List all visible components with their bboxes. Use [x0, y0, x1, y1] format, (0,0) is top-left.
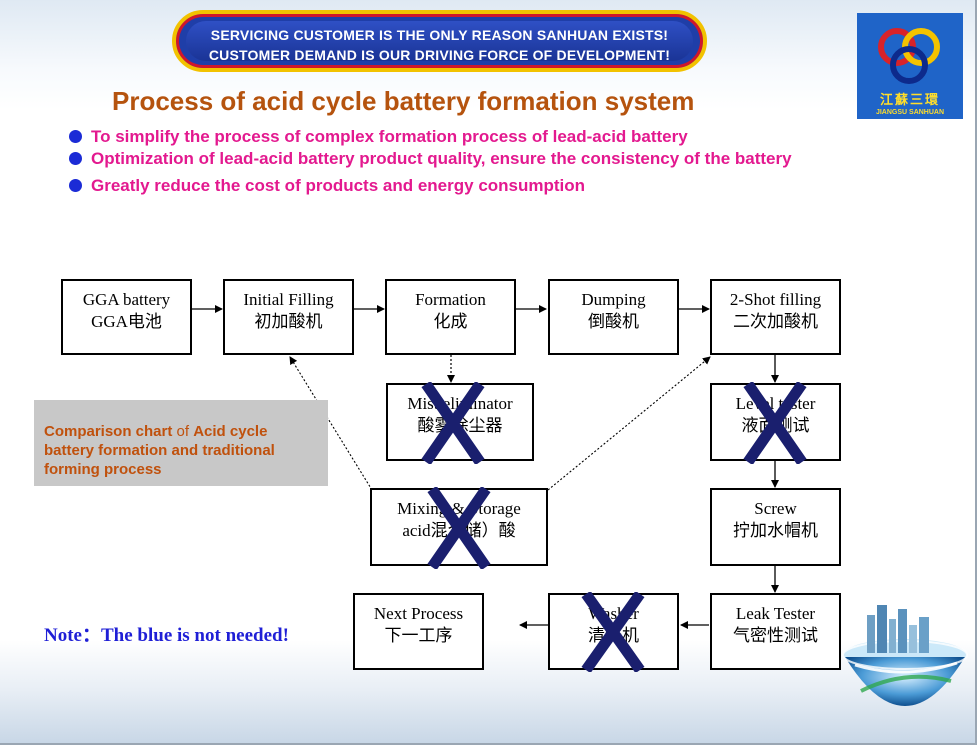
company-logo: 江蘇三環 JIANGSU SANHUAN — [857, 13, 963, 119]
box-mist-eliminator: Mist eliminator 酸雾除尘器 — [386, 383, 534, 461]
bullet-dot-icon — [69, 130, 82, 143]
page-title: Process of acid cycle battery formation … — [112, 86, 695, 116]
bullet-dot-icon — [69, 152, 82, 165]
box-label-cn: GGA电池 — [91, 312, 162, 331]
box-level-tester: Level tester 液面测试 — [710, 383, 841, 461]
box-label-cn: 酸雾除尘器 — [417, 416, 503, 435]
box-label-en: Next Process — [373, 604, 464, 623]
bullet-text: Greatly reduce the cost of products and … — [91, 176, 586, 195]
box-label-cn: 清洗机 — [588, 626, 639, 645]
box-label-en: Mist eliminator — [407, 394, 513, 413]
box-label-en: GGA battery — [82, 290, 171, 309]
box-label-en: Screw — [754, 499, 797, 518]
box-label-cn: 倒酸机 — [588, 312, 639, 331]
slogan-banner: SERVICING CUSTOMER IS THE ONLY REASON SA… — [172, 10, 707, 72]
bullet-item: Greatly reduce the cost of products and … — [69, 176, 585, 196]
box-dumping: Dumping 倒酸机 — [548, 279, 679, 355]
comparison-text-b: Acid cycle battery formation and traditi… — [44, 423, 275, 478]
bullet-item: Optimization of lead-acid battery produc… — [69, 149, 792, 169]
comparison-text-a: Comparison chart — [44, 423, 173, 440]
box-label-cn: 二次加酸机 — [733, 312, 818, 331]
globe-city-icon — [842, 605, 968, 706]
box-label-en: 2-Shot filling — [729, 290, 822, 309]
box-next-process: Next Process 下一工序 — [353, 593, 484, 670]
logo-english-text: JIANGSU SANHUAN — [875, 109, 945, 116]
box-mixing-storage: Mixing & Storage acid混合储）酸 — [370, 488, 548, 566]
slogan-line-1: SERVICING CUSTOMER IS THE ONLY REASON SA… — [210, 27, 669, 43]
arrow-mixing-to-twoshot — [547, 356, 711, 491]
slogan-banner-inner: SERVICING CUSTOMER IS THE ONLY REASON SA… — [186, 21, 693, 63]
box-label-cn: 气密性测试 — [733, 626, 818, 645]
box-label-en: Mixing & Storage — [397, 499, 521, 518]
box-label-en: Leak Tester — [735, 604, 816, 623]
box-screw: Screw 拧加水帽机 — [710, 488, 841, 566]
box-label-cn: 下一工序 — [384, 626, 453, 645]
box-label-cn: 初加酸机 — [254, 312, 323, 331]
box-leak-tester: Leak Tester 气密性测试 — [710, 593, 841, 670]
bullet-item: To simplify the process of complex forma… — [69, 127, 688, 147]
logo-chinese-text: 江蘇三環 — [879, 93, 940, 108]
box-label-en: Washer — [588, 604, 639, 623]
box-label-cn: 化成 — [433, 312, 468, 331]
box-washer: Washer 清洗机 — [548, 593, 679, 670]
box-label-cn: acid混合储）酸 — [402, 521, 516, 540]
rings-logo-icon — [878, 28, 940, 84]
slogan-line-2: CUSTOMER DEMAND IS OUR DRIVING FORCE OF … — [208, 47, 671, 63]
box-gga-battery: GGA battery GGA电池 — [61, 279, 192, 355]
box-label-cn: 拧加水帽机 — [733, 521, 818, 540]
box-label-en: Level tester — [735, 394, 816, 413]
bullet-text: Optimization of lead-acid battery produc… — [91, 149, 792, 168]
box-two-shot-filling: 2-Shot filling 二次加酸机 — [710, 279, 841, 355]
box-label-en: Dumping — [581, 290, 646, 309]
bullet-dot-icon — [69, 179, 82, 192]
note-text: Note：The blue is not needed! — [44, 625, 289, 646]
comparison-caption: Comparison chart of Acid cycle battery f… — [34, 400, 328, 486]
comparison-text-of: of — [172, 423, 194, 440]
box-label-en: Formation — [415, 290, 486, 309]
box-label-cn: 液面测试 — [741, 416, 810, 435]
box-initial-filling: Initial Filling 初加酸机 — [223, 279, 354, 355]
bullet-text: To simplify the process of complex forma… — [91, 127, 688, 146]
box-label-en: Initial Filling — [243, 290, 334, 309]
box-formation: Formation 化成 — [385, 279, 516, 355]
